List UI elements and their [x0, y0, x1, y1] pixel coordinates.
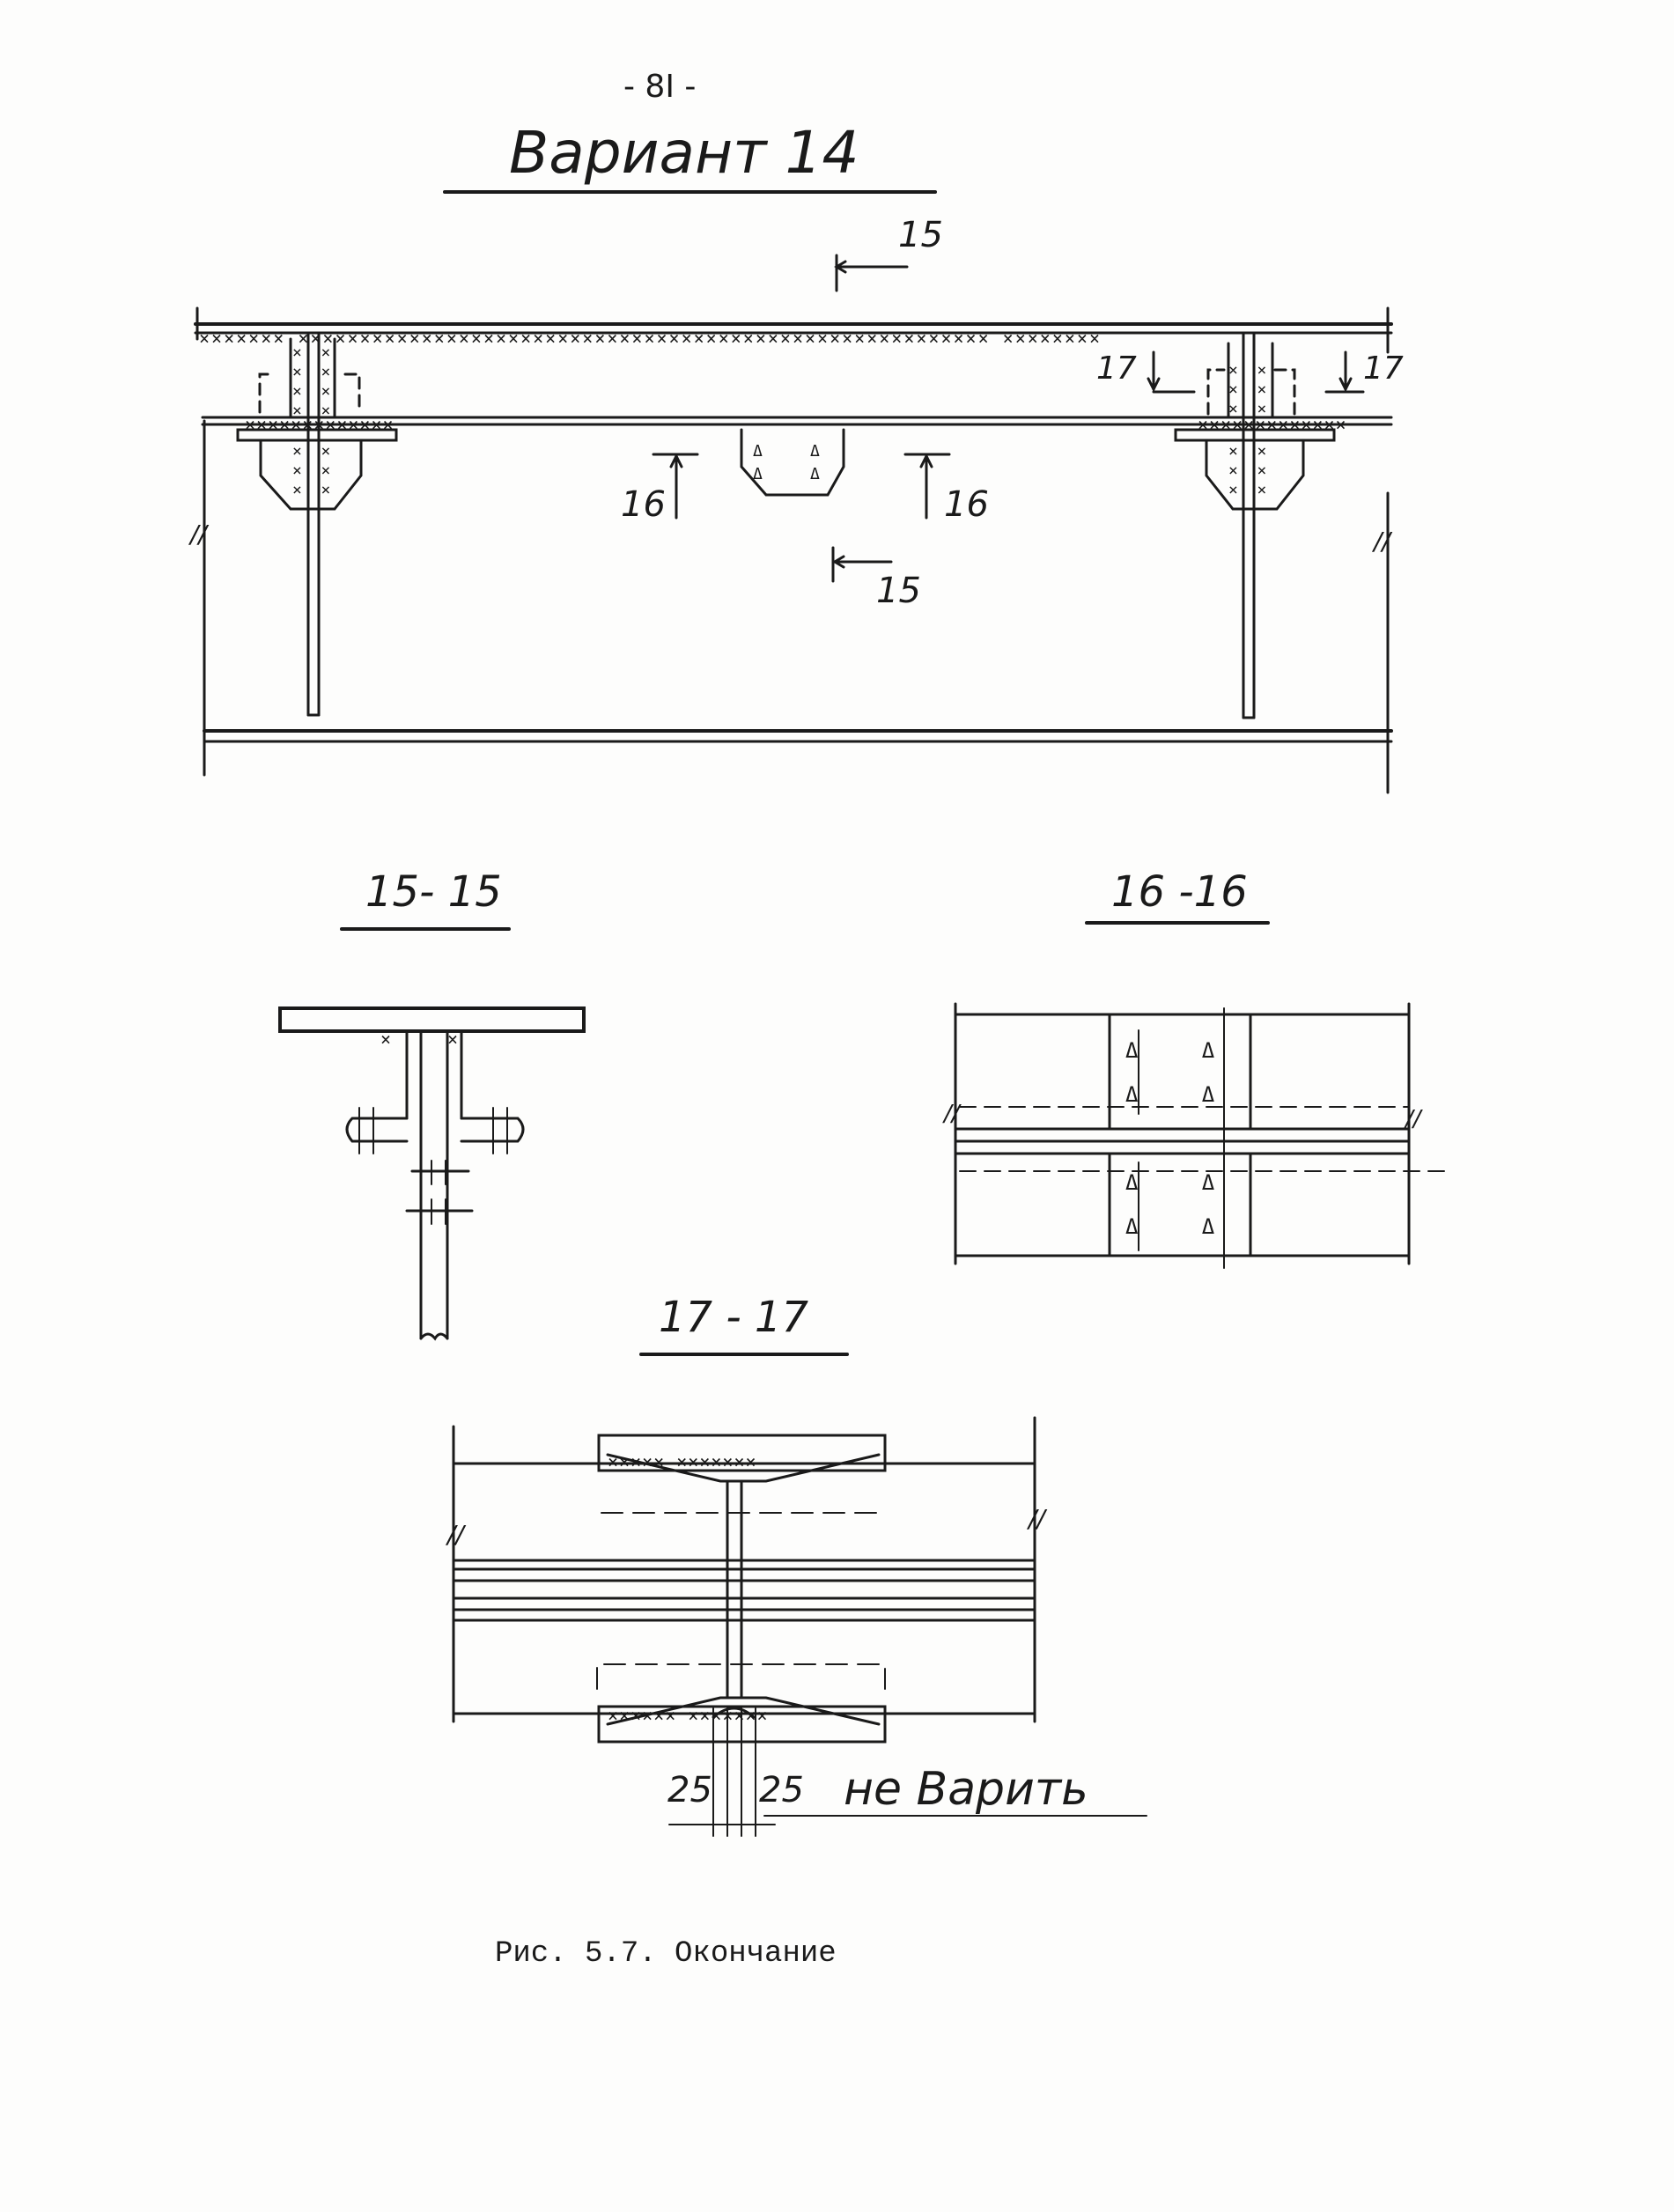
no-weld-note: не Варить — [844, 1763, 1088, 1816]
left-base-plate — [236, 428, 398, 442]
weld-marks-left-vertical: × × × × × × × × — [292, 343, 331, 420]
section-16-left-label: 16 — [621, 484, 666, 525]
section-16-title: 16 -16 — [1111, 867, 1248, 917]
break-mark-left: // — [190, 520, 207, 549]
break-mark-section-17-right: // — [1029, 1504, 1045, 1533]
weld-marks-section-17-bottom: ×××××× ××××××× — [608, 1705, 769, 1726]
weld-marks-top-chord: ××××××× ××××××××××××××××××××××××××××××××… — [199, 328, 1102, 349]
section-15-bottom-label: 15 — [876, 571, 921, 611]
bolt-marks-section-16: Δ Δ Δ Δ Δ Δ Δ Δ — [1125, 1038, 1215, 1239]
center-splice-plate — [740, 428, 845, 497]
section-15-title: 15- 15 — [365, 867, 502, 917]
weld-marks-left-node: ××××××××××××× — [245, 414, 395, 435]
break-mark-section-17-left: // — [447, 1520, 464, 1549]
dimension-right: 25 — [759, 1770, 804, 1810]
break-mark-section-16-left: // — [944, 1101, 960, 1127]
break-mark-right: // — [1374, 527, 1390, 556]
section-17-left-label: 17 — [1096, 350, 1137, 387]
weld-marks-right-vertical: × × × × × × — [1228, 361, 1267, 418]
section-17-right-label: 17 — [1363, 350, 1404, 387]
figure-caption: Рис. 5.7. Окончание — [495, 1937, 837, 1971]
weld-marks-right-lower: × × × × × × — [1228, 442, 1267, 499]
page-number: - 8I - — [623, 69, 697, 105]
bolt-marks-center: Δ Δ Δ Δ — [753, 442, 820, 483]
dimension-left: 25 — [667, 1770, 712, 1810]
weld-marks-section-17-top: ××××× ××××××× — [608, 1451, 757, 1472]
break-mark-section-16-right: // — [1405, 1106, 1421, 1132]
page-title: Вариант 14 — [509, 119, 859, 187]
section-15-top-label: 15 — [898, 215, 943, 255]
section-16-right-label: 16 — [944, 484, 989, 525]
weld-marks-section-15: ×× — [380, 1029, 515, 1050]
section-17-title: 17 - 17 — [659, 1293, 808, 1342]
right-base-plate — [1174, 428, 1336, 442]
weld-marks-left-lower: × × × × × × — [292, 442, 331, 499]
weld-marks-right-node: ××××××××××××× — [1198, 414, 1347, 435]
